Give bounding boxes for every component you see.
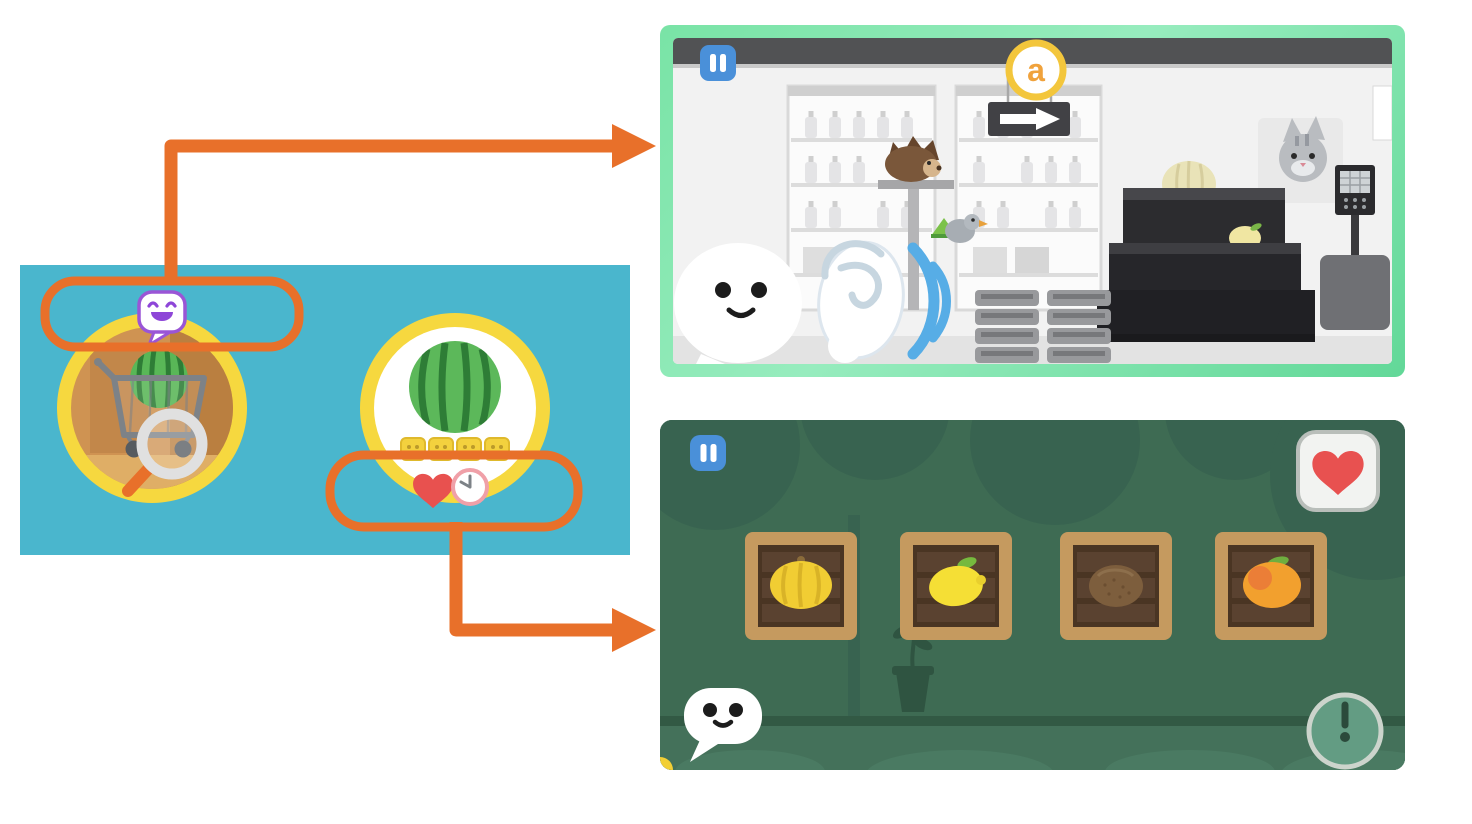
kiwi-fruit xyxy=(1089,565,1143,607)
cash-register xyxy=(1320,165,1390,330)
potted-plant xyxy=(892,617,934,712)
watermelon-icon xyxy=(409,341,501,433)
arrow-right-icon xyxy=(1000,108,1060,130)
crate-3[interactable] xyxy=(1060,532,1172,640)
direction-sign xyxy=(988,102,1070,136)
pause-icon xyxy=(700,444,717,462)
listen-button[interactable] xyxy=(811,237,951,364)
store-mode-button[interactable] xyxy=(57,313,265,503)
challenge-mode-button[interactable] xyxy=(360,313,550,509)
heart-icon xyxy=(1312,450,1364,496)
clock-icon xyxy=(1306,692,1384,770)
ground-line xyxy=(660,716,1405,726)
lemon-fruit xyxy=(929,557,986,607)
basket-stacks xyxy=(975,290,1111,363)
heart-icon xyxy=(413,473,453,509)
wall-box xyxy=(1372,85,1392,141)
corner-dot xyxy=(660,757,673,770)
speech-bubble-character xyxy=(674,243,802,364)
clock-icon xyxy=(451,468,489,506)
magnifier-icon xyxy=(122,408,208,497)
cat-icon xyxy=(1258,116,1343,203)
target-letter: a xyxy=(1027,52,1045,88)
pause-button[interactable] xyxy=(690,435,726,471)
arrowhead-icon xyxy=(612,124,656,168)
mango-fruit xyxy=(1243,556,1301,608)
yellow-squash-fruit xyxy=(770,556,832,609)
garden-game-screenshot xyxy=(660,420,1405,770)
lives-badge xyxy=(1296,430,1380,512)
timer-clock xyxy=(1306,692,1384,770)
watermelon-stripes xyxy=(418,342,491,432)
sound-waves-icon xyxy=(907,242,951,360)
pause-button[interactable] xyxy=(700,45,736,81)
speech-bubble-laugh-icon xyxy=(137,290,187,347)
checkout-counter xyxy=(1097,160,1315,342)
pause-icon xyxy=(710,54,726,72)
store-game-screenshot: a xyxy=(660,25,1405,377)
letter-badge: a xyxy=(1005,39,1067,101)
crate-1[interactable] xyxy=(745,532,857,640)
crate-2[interactable] xyxy=(900,532,1012,640)
crate-4[interactable] xyxy=(1215,532,1327,640)
speech-bubble-character xyxy=(684,688,762,762)
arrowhead-icon xyxy=(612,608,656,652)
menu-screenshot xyxy=(20,265,630,555)
bird-icon xyxy=(931,214,988,243)
arrow-to-store-game xyxy=(164,124,656,285)
